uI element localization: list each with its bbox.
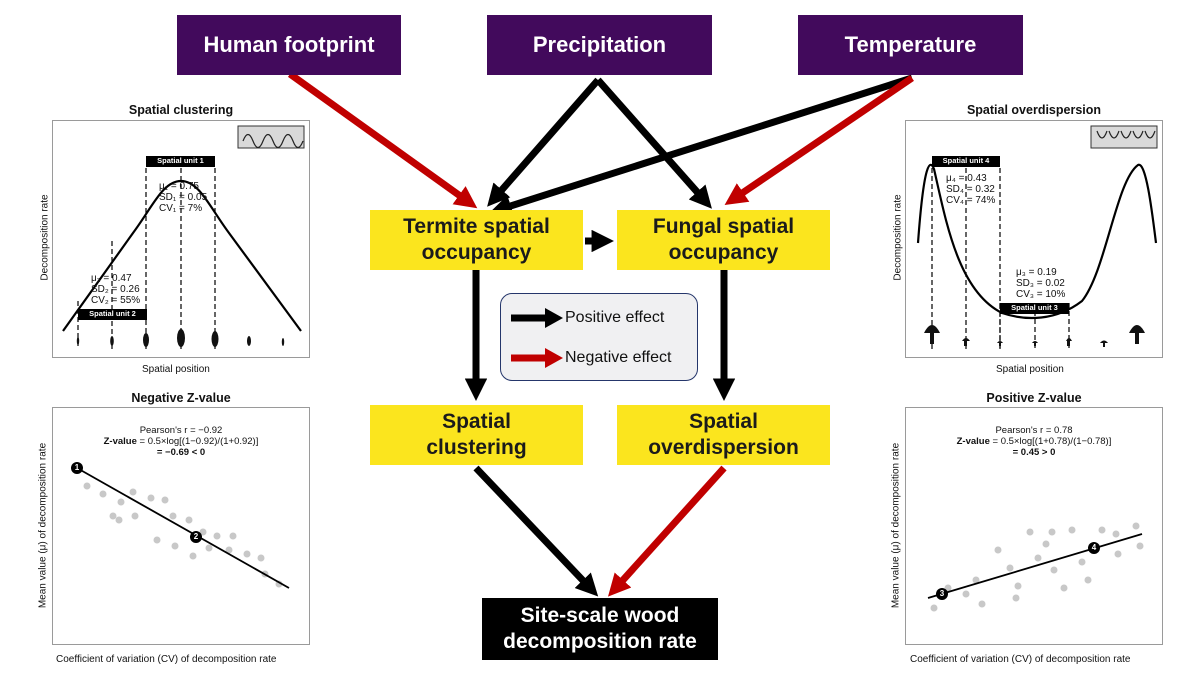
negative-point-2 [190, 531, 202, 543]
negative-z-ylabel: Mean value (μ) of decomposition rate [37, 442, 49, 609]
unit3-cv: CV₃ = 10% [1016, 289, 1066, 300]
negative-z-result: = −0.69 < 0 [156, 447, 206, 458]
negative-z-title: Negative Z-value [131, 391, 231, 405]
unit3-stats: μ₃ = 0.19 SD₃ = 0.02 CV₃ = 10% [1016, 267, 1065, 300]
mushroom-icon [924, 325, 1145, 347]
unit1-sd: SD₁ = 0.05 [159, 192, 208, 203]
unit2-sd: SD₂ = 0.26 [91, 284, 140, 295]
negative-z-xlabel: Coefficient of variation (CV) of decompo… [56, 654, 277, 665]
fungal-occupancy-box: Fungal spatial occupancy [617, 210, 830, 270]
overdispersion-panel-title: Spatial overdispersion [966, 103, 1102, 117]
negative-z-label: Z-value [103, 436, 137, 447]
driver-precipitation: Precipitation [487, 15, 712, 75]
driver-temperature: Temperature [798, 15, 1023, 75]
termite-occupancy-box: Termite spatial occupancy [370, 210, 583, 270]
overdisp-line1: Spatial [689, 410, 758, 433]
legend-negative-label: Negative effect [565, 349, 672, 366]
positive-point-3-label: 3 [939, 589, 945, 598]
clustering-line2: clustering [426, 436, 527, 459]
outcome-line1: Site-scale wood [520, 604, 680, 627]
positive-z-result: = 0.45 > 0 [1012, 447, 1056, 458]
unit1-tag: Spatial unit 1 [146, 156, 215, 166]
driver-precip-label: Precipitation [532, 32, 667, 57]
positive-z-formula: = 0.5×log[(1+0.78)/(1−0.78)] [989, 436, 1112, 447]
unit1-cv: CV₁ = 7% [159, 203, 203, 214]
negative-point-1 [71, 462, 83, 474]
positive-point-4 [1088, 542, 1100, 554]
arrow-clustering-to-outcome [473, 465, 599, 597]
outcome-box: Site-scale wood decomposition rate [482, 598, 718, 660]
legend: Positive effect Negative effect [500, 293, 698, 381]
positive-point-4-label: 4 [1091, 543, 1097, 552]
clustering-xlabel: Spatial position [142, 364, 210, 375]
clustering-ylabel: Decomposition rate [39, 194, 51, 281]
positive-z-panel: Pearson's r = 0.78 Z-value = 0.5×log[(1+… [905, 407, 1163, 645]
unit1-mu: μ₁ = 0.75 [159, 181, 199, 192]
unit2-tag: Spatial unit 2 [78, 309, 147, 319]
arrow-precip-to-fungal [595, 77, 712, 209]
overdispersion-curve [916, 163, 1158, 320]
negative-z-panel: Pearson's r = −0.92 Z-value = 0.5×log[(1… [52, 407, 310, 645]
unit2-stats: μ₂ = 0.47 SD₂ = 0.26 CV₂ = 55% [91, 273, 140, 306]
legend-positive-label: Positive effect [565, 309, 665, 326]
termite-icon [76, 329, 285, 347]
outcome-line2: decomposition rate [503, 630, 697, 653]
unit4-sd: SD₄ = 0.32 [946, 184, 995, 195]
driver-temp-label: Temperature [844, 32, 977, 57]
arrow-overdispersion-to-outcome [608, 465, 727, 597]
positive-z-xlabel: Coefficient of variation (CV) of decompo… [910, 654, 1131, 665]
legend-positive-arrow [511, 308, 563, 328]
negative-z-scatter [71, 462, 290, 589]
negative-pearson: Pearson's r = −0.92 [139, 425, 223, 436]
unit4-cv: CV₄ = 74% [946, 195, 996, 206]
unit2-cv: CV₂ = 55% [91, 295, 141, 306]
fungal-line2: occupancy [668, 241, 779, 264]
spatial-clustering-box: Spatial clustering [370, 405, 583, 465]
unit4-stats: μ₄ = 0.43 SD₄ = 0.32 CV₄ = 74% [946, 173, 995, 206]
driver-human-footprint: Human footprint [177, 15, 401, 75]
unit2-mu: μ₂ = 0.47 [91, 273, 132, 284]
overdispersion-xlabel: Spatial position [996, 364, 1064, 375]
arrow-human-to-termite [287, 71, 478, 209]
termite-line1: Termite spatial [403, 215, 550, 238]
positive-z-stats: Pearson's r = 0.78 Z-value = 0.5×log[(1+… [906, 425, 1162, 458]
negative-point-2-label: 2 [193, 532, 199, 541]
unit4-mu: μ₄ = 0.43 [946, 173, 987, 184]
clustering-panel: Spatial unit 1 Spatial unit 2 μ₁ = 0.75 … [52, 120, 310, 358]
arrow-precip-to-termite [487, 77, 601, 207]
clustering-line1: Spatial [442, 410, 511, 433]
unit4-tag: Spatial unit 4 [932, 156, 1000, 166]
spatial-overdispersion-box: Spatial overdispersion [617, 405, 830, 465]
arrow-temp-to-termite [489, 74, 914, 217]
positive-z-ylabel: Mean value (μ) of decomposition rate [890, 442, 902, 609]
unit1-stats: μ₁ = 0.75 SD₁ = 0.05 CV₁ = 7% [159, 181, 207, 214]
negative-point-1-label: 1 [74, 463, 80, 472]
negative-z-formula: = 0.5×log[(1−0.92)/(1+0.92)] [136, 436, 259, 447]
arrow-temp-to-fungal [724, 75, 914, 206]
driver-human-label: Human footprint [203, 32, 375, 57]
overdispersion-ylabel: Decomposition rate [892, 194, 904, 281]
negative-z-stats: Pearson's r = −0.92 Z-value = 0.5×log[(1… [53, 425, 309, 458]
positive-point-3 [936, 588, 948, 600]
positive-z-scatter [927, 522, 1144, 612]
overdispersion-panel: Spatial unit 4 Spatial unit 3 μ₄ = 0.43 … [905, 120, 1163, 358]
termite-line2: occupancy [421, 241, 532, 264]
overdisp-line2: overdispersion [648, 436, 799, 459]
clustering-panel-title: Spatial clustering [128, 103, 234, 117]
positive-pearson: Pearson's r = 0.78 [995, 425, 1073, 436]
legend-negative-arrow [511, 348, 563, 368]
fungal-line1: Fungal spatial [652, 215, 795, 238]
unit3-mu: μ₃ = 0.19 [1016, 267, 1057, 278]
unit3-sd: SD₃ = 0.02 [1016, 278, 1065, 289]
unit3-tag: Spatial unit 3 [1000, 303, 1069, 313]
positive-z-label: Z-value [956, 436, 990, 447]
positive-z-title: Positive Z-value [986, 391, 1082, 405]
